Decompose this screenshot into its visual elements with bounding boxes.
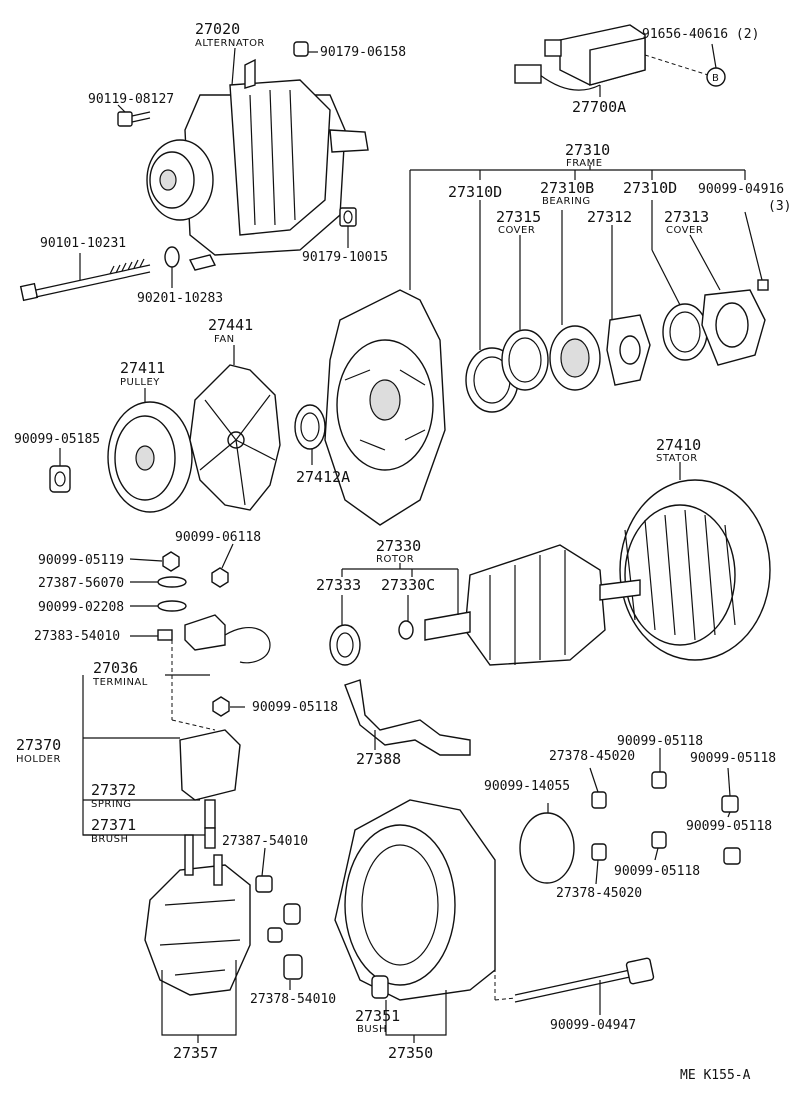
label-27312: 27312 bbox=[587, 208, 632, 226]
label-27378-45020-b: 27378-45020 bbox=[556, 886, 642, 901]
label-27441-name: FAN bbox=[214, 334, 235, 345]
label-27411-name: PULLEY bbox=[120, 377, 160, 388]
label-90201-10283: 90201-10283 bbox=[137, 291, 223, 306]
fan-drawing bbox=[189, 364, 281, 511]
label-27330-num: 27330 bbox=[376, 537, 421, 555]
label-27313-num: 27313 bbox=[664, 208, 709, 226]
label-27310D-2: 27310D bbox=[623, 179, 677, 197]
label-90099-04947: 90099-04947 bbox=[550, 1018, 636, 1033]
label-90099-05118-a: 90099-05118 bbox=[252, 700, 338, 715]
small-nuts-right-drawing bbox=[591, 771, 741, 865]
rectifier-holder-drawing bbox=[144, 834, 303, 996]
label-b-marker: B bbox=[712, 73, 719, 84]
label-27036-num: 27036 bbox=[93, 659, 138, 677]
label-27330C: 27330C bbox=[381, 576, 435, 594]
label-27333: 27333 bbox=[316, 576, 361, 594]
stator-drawing bbox=[619, 479, 771, 661]
label-90179-10015: 90179-10015 bbox=[302, 250, 388, 265]
label-90099-14055: 90099-14055 bbox=[484, 779, 570, 794]
nut-90179-10015-drawing bbox=[339, 207, 357, 227]
label-27412A: 27412A bbox=[296, 468, 350, 486]
label-27372-num: 27372 bbox=[91, 781, 136, 799]
label-27310B-name: BEARING bbox=[542, 196, 591, 207]
label-27441-num: 27441 bbox=[208, 316, 253, 334]
label-27370-name: HOLDER bbox=[16, 754, 61, 765]
label-27410-name: STATOR bbox=[656, 453, 698, 464]
rotor-drawing bbox=[424, 544, 641, 666]
leader-lines bbox=[59, 43, 763, 1043]
label-90101-10231: 90101-10231 bbox=[40, 236, 126, 251]
regulator-drawing bbox=[514, 24, 646, 91]
pulley-drawing bbox=[107, 401, 193, 513]
bearing-27333-drawing bbox=[329, 624, 361, 666]
label-27351-num: 27351 bbox=[355, 1007, 400, 1025]
label-90179-06158: 90179-06158 bbox=[320, 45, 406, 60]
label-90099-05118-d: 90099-05118 bbox=[686, 819, 772, 834]
rear-housing-drawing bbox=[334, 799, 496, 1001]
o-ring-90099-14055-drawing bbox=[519, 812, 575, 884]
label-27388: 27388 bbox=[356, 750, 401, 768]
nut-90179-06158-drawing bbox=[293, 41, 309, 57]
holder-drawing bbox=[179, 729, 241, 849]
label-90099-04916: 90099-04916 bbox=[698, 182, 784, 197]
label-27372-name: SPRING bbox=[91, 799, 132, 810]
long-bolt-drawing bbox=[19, 258, 151, 302]
label-27357: 27357 bbox=[173, 1044, 218, 1062]
bracket-27388-drawing bbox=[344, 679, 471, 756]
alternator-assembly-drawing bbox=[146, 58, 369, 271]
label-27383-54010: 27383-54010 bbox=[34, 629, 120, 644]
frame-subparts-drawing bbox=[465, 279, 769, 413]
label-27378-45020-a: 27378-45020 bbox=[549, 749, 635, 764]
terminal-small-parts-drawing bbox=[157, 551, 271, 717]
footer-code: ME K155-A bbox=[680, 1068, 751, 1083]
label-27310D-1: 27310D bbox=[448, 183, 502, 201]
label-27310-num: 27310 bbox=[565, 141, 610, 159]
label-27350: 27350 bbox=[388, 1044, 433, 1062]
ring-27330C-drawing bbox=[398, 620, 414, 640]
label-90119-08127: 90119-08127 bbox=[88, 92, 174, 107]
label-27370-num: 27370 bbox=[16, 736, 61, 754]
label-27387-56070: 27387-56070 bbox=[38, 576, 124, 591]
label-27315-num: 27315 bbox=[496, 208, 541, 226]
bolt-90119-drawing bbox=[117, 111, 151, 127]
label-27310B-num: 27310B bbox=[540, 179, 594, 197]
washer-90201-drawing bbox=[164, 246, 180, 268]
spacer-27412A-drawing bbox=[294, 404, 326, 450]
label-27020-name: ALTERNATOR bbox=[195, 38, 265, 49]
part-labels: 27020 ALTERNATOR 90179-06158 91656-40616… bbox=[14, 20, 791, 1083]
label-27378-54010: 27378-54010 bbox=[250, 992, 336, 1007]
label-27020-num: 27020 bbox=[195, 20, 240, 38]
label-27410-num: 27410 bbox=[656, 436, 701, 454]
label-27351-name: BUSH bbox=[357, 1024, 387, 1035]
label-27700A: 27700A bbox=[572, 98, 626, 116]
label-90099-05118-c: 90099-05118 bbox=[690, 751, 776, 766]
label-27315-name: COVER bbox=[498, 225, 535, 236]
label-27371-num: 27371 bbox=[91, 816, 136, 834]
label-90099-05185: 90099-05185 bbox=[14, 432, 100, 447]
label-27371-name: BRUSH bbox=[91, 834, 129, 845]
label-27036-name: TERMINAL bbox=[92, 677, 148, 688]
label-27330-name: ROTOR bbox=[376, 554, 414, 565]
label-27310-name: FRAME bbox=[566, 158, 603, 169]
label-27313-name: COVER bbox=[666, 225, 703, 236]
label-90099-04916-qty: (3) bbox=[768, 199, 791, 214]
label-90099-02208: 90099-02208 bbox=[38, 600, 124, 615]
label-90099-05119: 90099-05119 bbox=[38, 553, 124, 568]
frame-drawing bbox=[324, 289, 446, 526]
label-90099-06118: 90099-06118 bbox=[175, 530, 261, 545]
label-91656-40616: 91656-40616 (2) bbox=[642, 27, 759, 42]
label-27387-54010: 27387-54010 bbox=[222, 834, 308, 849]
through-bolt-drawing bbox=[514, 957, 655, 1003]
label-27411-num: 27411 bbox=[120, 359, 165, 377]
nut-90099-05185-drawing bbox=[49, 465, 71, 493]
label-90099-05118-e: 90099-05118 bbox=[614, 864, 700, 879]
label-90099-05118-b: 90099-05118 bbox=[617, 734, 703, 749]
